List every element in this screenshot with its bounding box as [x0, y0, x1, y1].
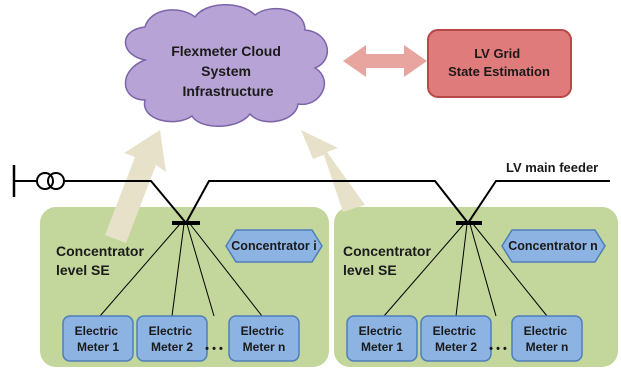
left-meter-n-line2: Meter n: [243, 340, 286, 354]
right-meter-n-line1: Electric: [524, 324, 568, 338]
state-estimation-line2: State Estimation: [448, 64, 550, 79]
right-meter-n-line2: Meter n: [526, 340, 569, 354]
state-estimation-box: [427, 29, 572, 98]
left-se-label-line1: Concentrator: [56, 243, 144, 259]
left-wire-meter2: [171, 223, 185, 317]
right-se-label-line2: level SE: [343, 262, 397, 278]
right-meter-2: [420, 315, 492, 362]
left-se-label-line2: level SE: [56, 262, 110, 278]
right-se-label: Concentrator level SE: [343, 243, 435, 278]
transformer-coil-2: [47, 172, 65, 190]
right-meter-n-label: Electric Meter n: [524, 324, 571, 354]
right-meter-2-label: Electric Meter 2: [433, 324, 480, 354]
left-meter-ellipsis: • • •: [205, 343, 223, 355]
lv-main-feeder-line: [64, 180, 610, 225]
left-meter-n: [228, 315, 300, 362]
left-meter-1: [62, 315, 134, 362]
right-upward-arrow: [301, 130, 365, 212]
left-wire-meter-mid: [186, 223, 215, 317]
right-wire-meter2: [455, 223, 468, 317]
right-wire-meter1: [383, 223, 465, 317]
right-meter-2-line1: Electric: [433, 324, 477, 338]
left-concentrator-box: [225, 229, 323, 263]
right-meter-2-line2: Meter 2: [435, 340, 477, 354]
cloud-label-line1: Flexmeter Cloud: [171, 43, 281, 59]
right-se-label-line1: Concentrator: [343, 243, 431, 259]
left-meter-2-line1: Electric: [149, 324, 193, 338]
left-meter-2: [136, 315, 208, 362]
cloud-label-line2: System: [201, 63, 251, 79]
left-meter-n-label: Electric Meter n: [241, 324, 288, 354]
left-meter-2-line2: Meter 2: [151, 340, 193, 354]
right-concentrator-box: [501, 229, 606, 263]
cloud-shape: [124, 3, 329, 127]
right-wire-meter-n: [472, 223, 548, 317]
left-meter-1-line2: Meter 1: [77, 340, 119, 354]
state-estimation-label: LV Grid State Estimation: [448, 46, 550, 79]
right-meter-1-line2: Meter 1: [361, 340, 403, 354]
bidirectional-arrow: [343, 45, 427, 77]
state-estimation-line1: LV Grid: [474, 46, 520, 61]
transformer-coil-1: [36, 172, 54, 190]
left-se-label: Concentrator level SE: [56, 243, 148, 278]
right-meter-1: [346, 315, 418, 362]
right-meter-n: [511, 315, 583, 362]
cloud-label: Flexmeter Cloud System Infrastructure: [171, 43, 285, 99]
right-meter-1-label: Electric Meter 1: [359, 324, 406, 354]
right-meter-1-line1: Electric: [359, 324, 403, 338]
cloud-label-line3: Infrastructure: [182, 83, 273, 99]
right-wire-meter-mid: [469, 223, 497, 317]
left-upward-arrow: [105, 130, 166, 243]
left-meter-1-line1: Electric: [75, 324, 119, 338]
left-meter-2-label: Electric Meter 2: [149, 324, 196, 354]
left-meter-1-label: Electric Meter 1: [75, 324, 122, 354]
left-meter-n-line1: Electric: [241, 324, 285, 338]
feeder-label: LV main feeder: [506, 160, 598, 175]
right-concentrator-label: Concentrator n: [508, 239, 598, 253]
right-meter-ellipsis: • • •: [489, 343, 507, 355]
left-wire-meter-n: [189, 223, 263, 317]
left-concentrator-label: Concentrator i: [231, 239, 316, 253]
left-wire-meter1: [99, 223, 181, 317]
